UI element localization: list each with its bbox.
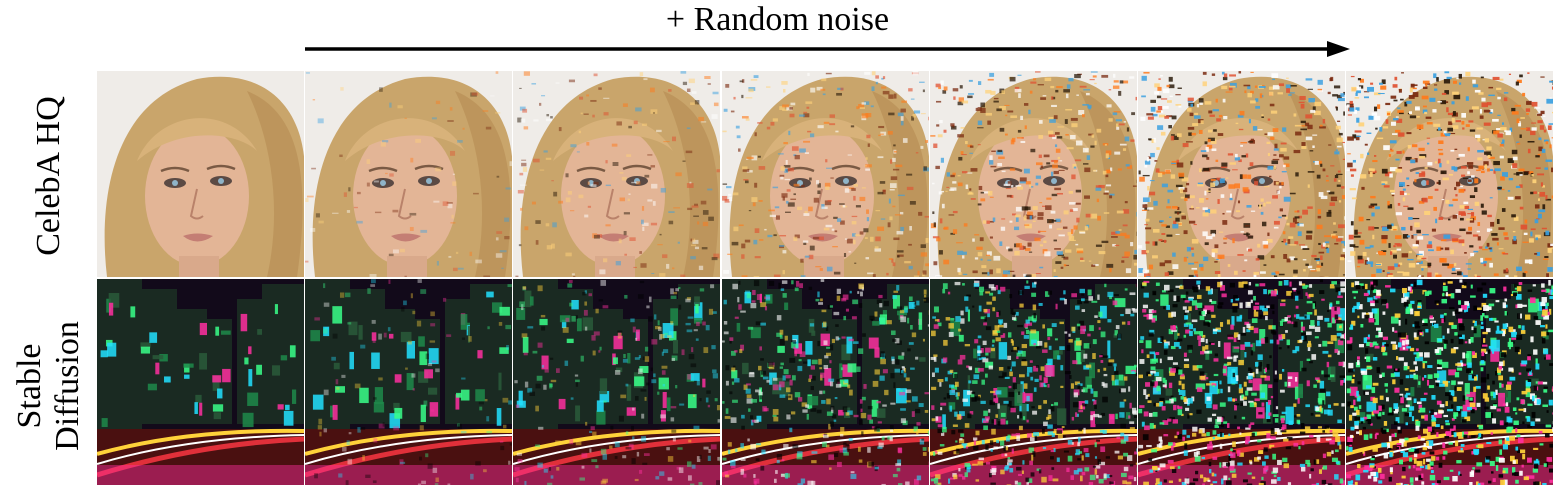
face-image-render <box>722 71 929 277</box>
row-label-stable-diffusion: Stable Diffusion <box>11 281 95 491</box>
face-image-render <box>1138 71 1345 277</box>
city-sample-image <box>1346 279 1553 485</box>
row-label-sd-line-1: Stable <box>11 343 48 429</box>
city-sample-image <box>1138 279 1345 485</box>
city-image-render <box>930 279 1137 485</box>
city-image-render <box>1138 279 1345 485</box>
city-sample-image <box>930 279 1137 485</box>
city-sample-image <box>722 279 929 485</box>
row-label-celeba-line: CelebA HQ <box>30 96 67 256</box>
row-label-sd-line-2: Diffusion <box>49 321 86 451</box>
figure-title: + Random noise <box>665 1 890 38</box>
city-image-render <box>1346 279 1553 485</box>
face-sample-image <box>513 71 720 277</box>
face-image-render <box>97 71 304 277</box>
city-sample-image <box>513 279 720 485</box>
face-sample-image <box>1346 71 1553 277</box>
arrow-right-icon <box>305 41 1350 57</box>
city-image-render <box>722 279 929 485</box>
face-image-render <box>513 71 720 277</box>
face-sample-image <box>930 71 1137 277</box>
city-image-render <box>305 279 512 485</box>
city-sample-image <box>305 279 512 485</box>
face-sample-image <box>722 71 929 277</box>
face-image-render <box>930 71 1137 277</box>
row-label-celeba: CelebA HQ <box>30 71 70 281</box>
face-sample-image <box>305 71 512 277</box>
face-sample-image <box>1138 71 1345 277</box>
city-image-render <box>97 279 304 485</box>
face-image-render <box>1346 71 1553 277</box>
city-image-render <box>513 279 720 485</box>
face-image-render <box>305 71 512 277</box>
city-sample-image <box>97 279 304 485</box>
face-sample-image <box>97 71 304 277</box>
